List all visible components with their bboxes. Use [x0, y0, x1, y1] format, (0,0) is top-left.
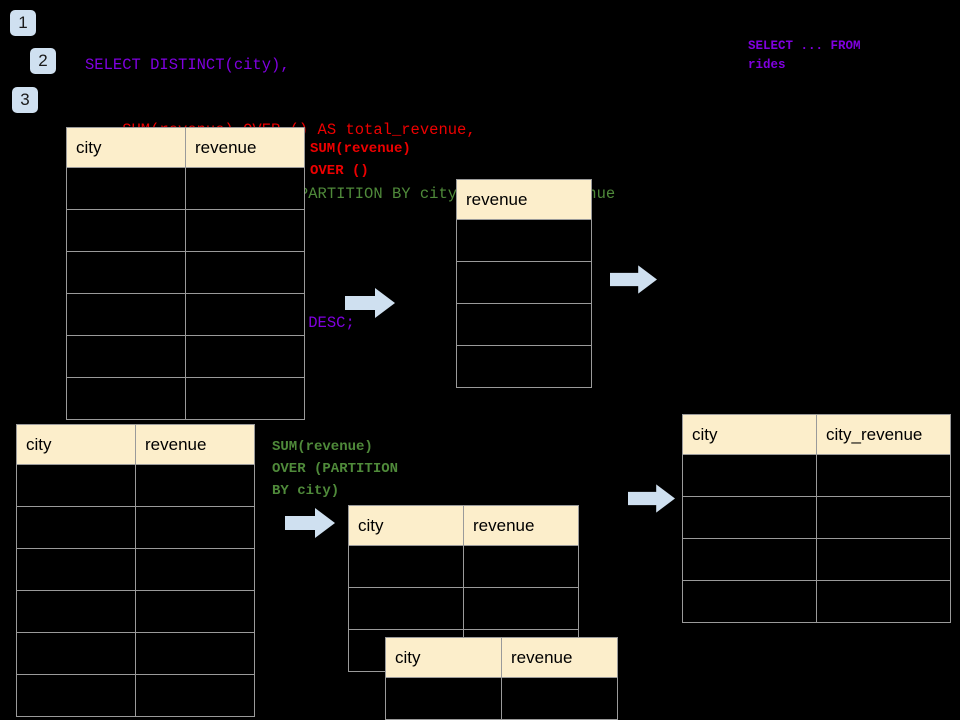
table-row: [682, 580, 951, 623]
cell-revenue: [185, 251, 305, 294]
sql-line-select: SELECT DISTINCT(city),: [85, 56, 290, 74]
table-source-rides-bottom: city revenue: [16, 424, 255, 717]
cell-revenue: [456, 303, 592, 346]
cell-city-revenue: [816, 496, 951, 539]
cell-city: [16, 590, 136, 633]
table-row: [16, 506, 255, 549]
cell-revenue: [135, 464, 255, 507]
table-row: [16, 632, 255, 675]
table-row: [16, 590, 255, 633]
table-row: [66, 209, 305, 252]
column-header-revenue: revenue: [185, 127, 305, 168]
table-row: [66, 293, 305, 336]
column-header-city: city: [66, 127, 186, 168]
table-row: [348, 545, 579, 588]
cell-revenue: [135, 590, 255, 633]
table-row: [456, 345, 592, 388]
table-row: [66, 335, 305, 378]
cell-city: [16, 548, 136, 591]
cell-revenue: [501, 677, 618, 720]
arrow-source-to-partition: [285, 508, 335, 538]
cell-city: [66, 335, 186, 378]
cell-revenue: [135, 632, 255, 675]
table-row: [682, 454, 951, 497]
table-row: [456, 303, 592, 346]
annotation-sum-over-partition: SUM(revenue) OVER (PARTITION BY city): [272, 439, 399, 499]
table-row: [348, 587, 579, 630]
cell-city: [682, 496, 817, 539]
table-row: [66, 167, 305, 210]
arrow-total-to-result: [610, 265, 657, 294]
table-row: [16, 674, 255, 717]
table-row: [456, 219, 592, 262]
cell-revenue: [463, 587, 579, 630]
cell-revenue: [135, 506, 255, 549]
column-header-city: city: [385, 637, 502, 678]
table-source-rides-top: city revenue: [66, 127, 305, 420]
cell-city: [66, 167, 186, 210]
table-header-row: revenue: [456, 179, 592, 220]
table-row: [682, 496, 951, 539]
cell-city: [16, 632, 136, 675]
column-header-revenue: revenue: [463, 505, 579, 546]
cell-city: [682, 538, 817, 581]
table-header-row: city city_revenue: [682, 414, 951, 455]
cell-city: [385, 677, 502, 720]
table-partition-group-front: city revenue: [385, 637, 618, 720]
table-row: [16, 464, 255, 507]
column-header-city: city: [348, 505, 464, 546]
cell-city: [348, 587, 464, 630]
column-header-city-revenue: city_revenue: [816, 414, 951, 455]
cell-revenue: [185, 335, 305, 378]
cell-city: [66, 251, 186, 294]
cell-revenue: [463, 545, 579, 588]
table-row: [385, 677, 618, 720]
column-header-revenue: revenue: [456, 179, 592, 220]
table-header-row: city revenue: [16, 424, 255, 465]
column-header-revenue: revenue: [501, 637, 618, 678]
cell-city-revenue: [816, 538, 951, 581]
cell-revenue: [135, 674, 255, 717]
step-badge-3: 3: [12, 87, 38, 113]
cell-city: [66, 209, 186, 252]
cell-city: [682, 580, 817, 623]
cell-city: [348, 545, 464, 588]
cell-revenue: [456, 261, 592, 304]
table-header-row: city revenue: [348, 505, 579, 546]
cell-revenue: [185, 167, 305, 210]
table-row: [16, 548, 255, 591]
step-badge-2: 2: [30, 48, 56, 74]
cell-city: [16, 464, 136, 507]
cell-revenue: [456, 345, 592, 388]
cell-city: [16, 674, 136, 717]
cell-city: [66, 293, 186, 336]
step-badge-1: 1: [10, 10, 36, 36]
arrow-partition-to-result: [628, 484, 675, 513]
table-result-city-revenue: city city_revenue: [682, 414, 951, 623]
table-partition-group-back: city revenue: [348, 505, 579, 672]
column-header-city: city: [682, 414, 817, 455]
annotation-sum-over-empty: SUM(revenue) OVER (): [310, 141, 411, 179]
cell-revenue: [185, 377, 305, 420]
table-total-revenue: revenue: [456, 179, 592, 388]
cell-city: [682, 454, 817, 497]
cell-city: [66, 377, 186, 420]
column-header-revenue: revenue: [135, 424, 255, 465]
table-header-row: city revenue: [385, 637, 618, 678]
column-header-city: city: [16, 424, 136, 465]
cell-revenue: [185, 293, 305, 336]
cell-city: [16, 506, 136, 549]
table-row: [66, 251, 305, 294]
table-row: [456, 261, 592, 304]
annotation-select-from: SELECT ... FROM rides: [748, 39, 861, 72]
cell-city-revenue: [816, 580, 951, 623]
table-row: [66, 377, 305, 420]
cell-revenue: [456, 219, 592, 262]
cell-revenue: [135, 548, 255, 591]
cell-revenue: [185, 209, 305, 252]
table-header-row: city revenue: [66, 127, 305, 168]
arrow-source-to-total: [345, 288, 395, 318]
cell-city-revenue: [816, 454, 951, 497]
table-row: [682, 538, 951, 581]
